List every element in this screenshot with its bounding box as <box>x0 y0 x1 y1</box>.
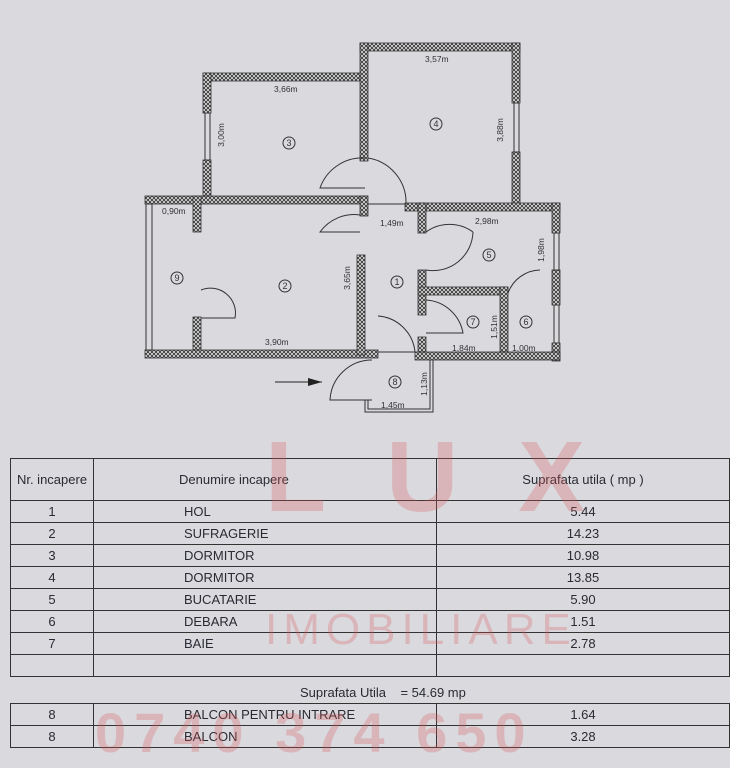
room-marker: 5 <box>482 248 496 262</box>
cell-area: 1.51 <box>436 610 730 633</box>
svg-text:2: 2 <box>282 281 287 291</box>
room-marker: 1 <box>390 275 404 289</box>
cell-nr: 3 <box>10 544 94 567</box>
cell-name: BALCON <box>93 725 437 748</box>
cell-area: 13.85 <box>436 566 730 589</box>
total-value: = 54.69 mp <box>400 685 466 700</box>
room-marker: 9 <box>170 271 184 285</box>
svg-text:9: 9 <box>174 273 179 283</box>
cell-name: DEBARA <box>93 610 437 633</box>
cell-nr: 8 <box>10 725 94 748</box>
cell-nr: 8 <box>10 703 94 726</box>
entrance-arrow <box>275 378 322 386</box>
svg-text:1: 1 <box>394 277 399 287</box>
svg-text:5: 5 <box>486 250 491 260</box>
cell-area: 10.98 <box>436 544 730 567</box>
floor-plan: 3,66m 3,57m 3,00m 3,88m 0,90m 1,49m 2,98… <box>144 42 561 413</box>
room-marker: 6 <box>519 315 533 329</box>
svg-text:4: 4 <box>433 119 438 129</box>
dim: 3,66m <box>274 84 298 94</box>
dim: 1,45m <box>381 400 405 410</box>
cell-name: BUCATARIE <box>93 588 437 611</box>
cell-area: 1.64 <box>436 703 730 726</box>
dim: 3,90m <box>265 337 289 347</box>
cell-area: 5.90 <box>436 588 730 611</box>
svg-text:6: 6 <box>523 317 528 327</box>
room-marker: 8 <box>388 375 402 389</box>
cell-area: 5.44 <box>436 500 730 523</box>
useful-area-total: Suprafata Utila = 54.69 mp <box>300 685 466 700</box>
cell-name: BALCON PENTRU INTRARE <box>93 703 437 726</box>
cell-name: DORMITOR <box>93 544 437 567</box>
dim: 1,51m <box>489 315 499 339</box>
svg-text:8: 8 <box>392 377 397 387</box>
cell-name: SUFRAGERIE <box>93 522 437 545</box>
cell-area: 3.28 <box>436 725 730 748</box>
dim: 1,98m <box>536 238 546 262</box>
cell-nr: 6 <box>10 610 94 633</box>
dim: 2,98m <box>475 216 499 226</box>
header-nr: Nr. incapere <box>10 458 94 501</box>
header-name: Denumire incapere <box>93 458 437 501</box>
dim: 1,49m <box>380 218 404 228</box>
room-marker: 2 <box>278 279 292 293</box>
svg-text:3: 3 <box>286 138 291 148</box>
room-marker: 4 <box>429 117 443 131</box>
cell-name: BAIE <box>93 632 437 655</box>
room-marker: 3 <box>282 136 296 150</box>
svg-text:7: 7 <box>470 317 475 327</box>
table-header: Nr. incapere Denumire incapere Suprafata… <box>10 458 730 501</box>
total-label: Suprafata Utila <box>300 685 386 700</box>
dim: 3,57m <box>425 54 449 64</box>
cell-nr: 1 <box>10 500 94 523</box>
cell-area: 14.23 <box>436 522 730 545</box>
cell-name: DORMITOR <box>93 566 437 589</box>
walls <box>144 42 561 362</box>
table-row-empty <box>10 654 730 677</box>
cell-nr: 4 <box>10 566 94 589</box>
cell-nr: 2 <box>10 522 94 545</box>
dim: 3,88m <box>495 118 505 142</box>
cell-area: 2.78 <box>436 632 730 655</box>
dim: 1,13m <box>419 372 429 396</box>
cell-nr: 5 <box>10 588 94 611</box>
dim: 0,90m <box>162 206 186 216</box>
cell-name: HOL <box>93 500 437 523</box>
header-area: Suprafata utila ( mp ) <box>436 458 730 501</box>
dim: 3,00m <box>216 123 226 147</box>
dim: 1,00m <box>512 343 536 353</box>
dim: 1,84m <box>452 343 476 353</box>
dim: 3,65m <box>342 266 352 290</box>
rooms-table: Nr. incapere Denumire incapere Suprafata… <box>10 458 730 677</box>
cell-nr: 7 <box>10 632 94 655</box>
room-marker: 7 <box>466 315 480 329</box>
doors-windows <box>145 102 560 413</box>
